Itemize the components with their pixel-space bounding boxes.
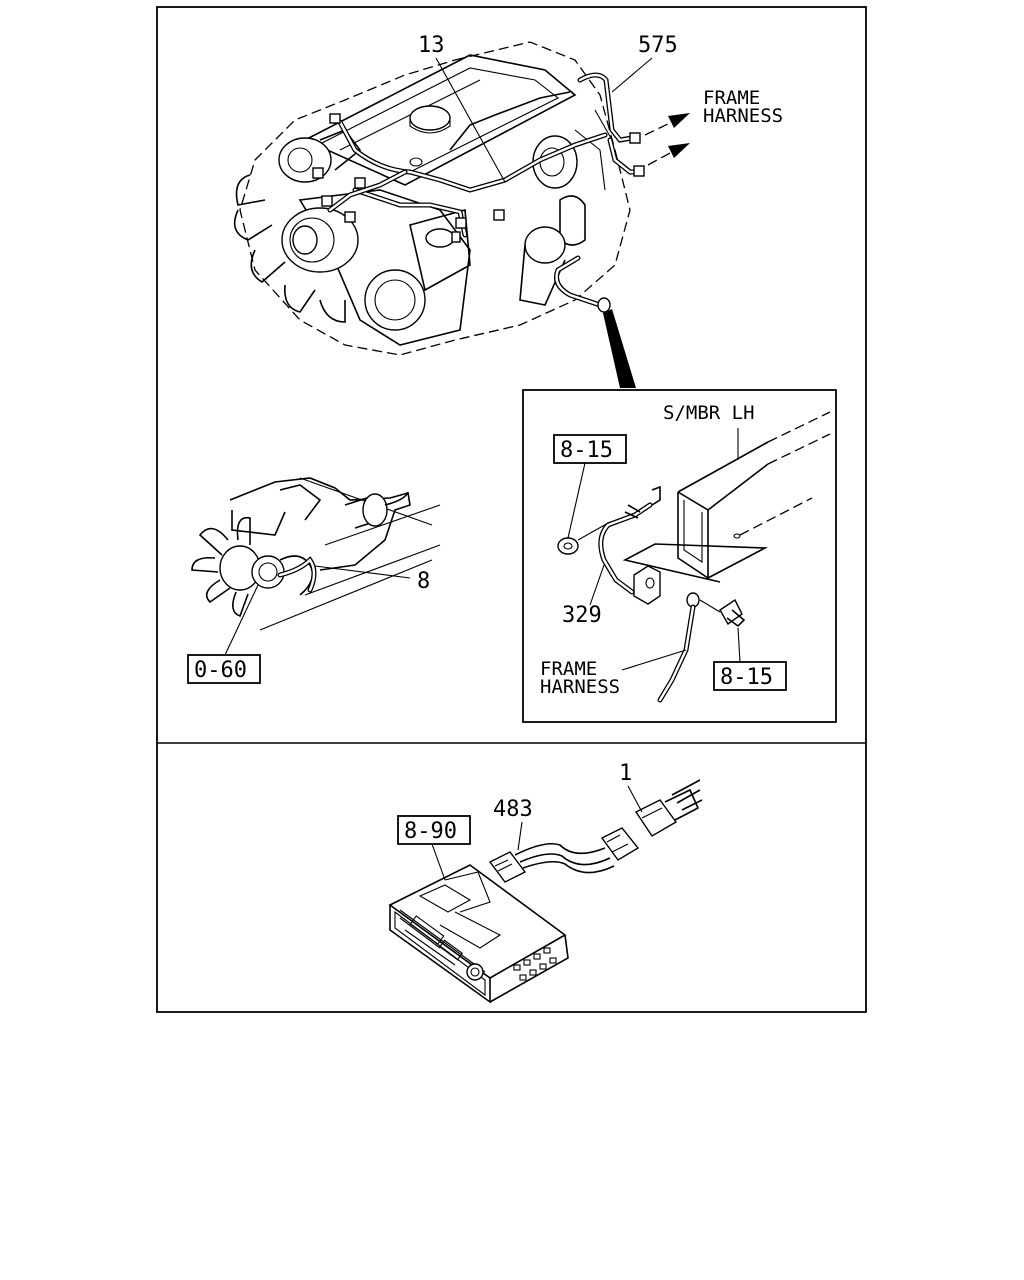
- ref-box-0-60: [187, 654, 261, 684]
- leader-329: [589, 564, 605, 606]
- label-8-15-bolt: 8-15: [720, 665, 773, 690]
- connector: [633, 165, 645, 177]
- ground-cable-329: [557, 485, 746, 703]
- leader-8: [314, 565, 411, 579]
- label-frame-harness-top-2: HARNESS: [703, 105, 783, 127]
- ref-box-8-90: [397, 815, 471, 845]
- leader-1: [627, 785, 643, 813]
- leader-frame-harness-detail: [621, 649, 687, 671]
- leader-8-15-nut: [567, 462, 586, 539]
- label-frame-harness-detail-2: HARNESS: [540, 676, 620, 698]
- leader-13: [435, 57, 506, 183]
- connector: [354, 177, 366, 189]
- engine-wiring-harness: [312, 91, 608, 243]
- connector: [312, 167, 324, 179]
- radio-knob-icon: [466, 963, 484, 981]
- side-member: [622, 411, 831, 583]
- label-0-60: 0-60: [194, 658, 247, 683]
- diagram-border: [156, 6, 867, 1013]
- leader-575: [611, 57, 653, 93]
- leader-0-60: [224, 584, 259, 656]
- label-frame-harness-detail-1: FRAME: [540, 658, 597, 680]
- label-frame-harness-top-1: FRAME: [703, 87, 760, 109]
- ref-box-8-15-bolt: [713, 661, 787, 691]
- leader-8-15-bolt: [737, 627, 741, 663]
- ground-bolt: [719, 598, 743, 626]
- frame-connection-harness: [577, 72, 690, 177]
- connector: [451, 231, 461, 243]
- engine-assembly: [233, 41, 631, 356]
- leader-8-90: [431, 843, 446, 881]
- label-329: 329: [562, 603, 602, 628]
- leader-483: [517, 821, 523, 851]
- connector: [329, 113, 341, 124]
- ground-nut: [557, 537, 579, 555]
- radio-unit: [388, 864, 569, 1004]
- connector: [321, 195, 333, 207]
- label-8-90: 8-90: [404, 819, 457, 844]
- label-483: 483: [493, 797, 533, 822]
- label-s-mbr-lh: S/MBR LH: [663, 402, 755, 424]
- connector: [455, 217, 467, 229]
- label-13: 13: [418, 33, 445, 58]
- detail-callout-pointer: [603, 309, 636, 388]
- radio-harness: [488, 779, 703, 883]
- starter-detail: [191, 477, 441, 631]
- label-8-15-nut: 8-15: [560, 438, 613, 463]
- connector: [629, 132, 641, 144]
- label-1: 1: [619, 761, 632, 786]
- connector: [344, 211, 356, 223]
- label-8: 8: [417, 569, 430, 594]
- connector: [493, 209, 505, 221]
- label-575: 575: [638, 33, 678, 58]
- ref-box-8-15-nut: [553, 434, 627, 464]
